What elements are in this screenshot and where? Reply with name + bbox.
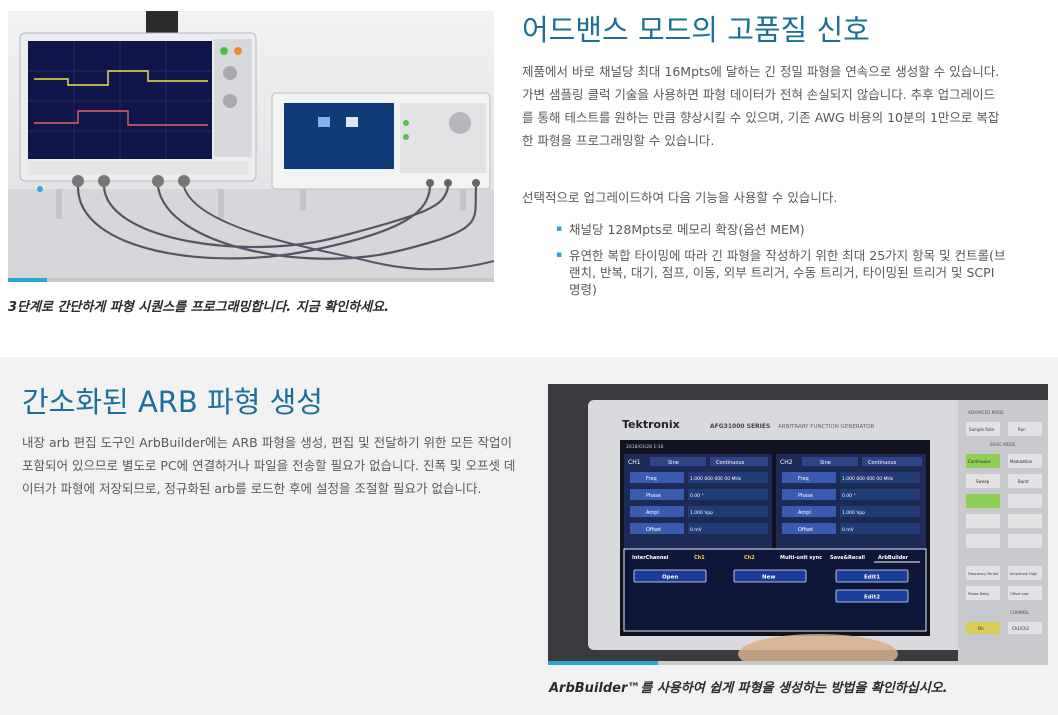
arb-button-label[interactable]: Open bbox=[662, 575, 678, 581]
video-player-sequence[interactable] bbox=[8, 11, 494, 282]
section-title: 어드밴스 모드의 고품질 신호 bbox=[522, 13, 870, 47]
side-button-sample-rate[interactable]: Sample Rate bbox=[969, 427, 995, 432]
side-label-sweep[interactable]: Sweep bbox=[976, 479, 990, 484]
video-thumbnail-afg-screen: Tektronix AFG31000 SERIES ARBITRARY FUNC… bbox=[548, 384, 1048, 665]
ch1-label: CH1 bbox=[628, 459, 641, 466]
ch1-param-label: Freq bbox=[646, 476, 657, 482]
channel-header: CHANNEL bbox=[1010, 610, 1030, 615]
advanced-mode-section: 3단계로 간단하게 파형 시퀀스를 프로그래밍합니다. 지금 확인하세요. 어드… bbox=[0, 0, 1058, 357]
arb-button-bg[interactable] bbox=[835, 589, 909, 603]
ch2-param-value[interactable]: 1.000 000 000 00 MHz bbox=[842, 476, 894, 482]
ch1-wave: Sine bbox=[668, 460, 679, 466]
side-header: ADVANCED MODE bbox=[968, 410, 1004, 415]
ch1-param-value[interactable]: 0.00 ° bbox=[690, 493, 704, 499]
arb-tab[interactable]: Ch1 bbox=[694, 555, 705, 561]
ch2-param-label: Freq bbox=[798, 476, 809, 482]
arb-builder-section: 간소화된 ARB 파형 생성 내장 arb 편집 도구인 ArbBuilder에… bbox=[0, 357, 1058, 715]
side-small-offset[interactable]: Offset Low bbox=[1010, 592, 1029, 596]
video-progress-fill bbox=[548, 661, 658, 665]
side-small-phase[interactable]: Phase Delay bbox=[968, 592, 990, 596]
feature-list-item: 유연한 복합 타이밍에 따라 긴 파형을 작성하기 위한 최대 25가지 항목 … bbox=[556, 247, 1008, 298]
ch2-param-label: Offset bbox=[798, 527, 813, 533]
video-caption: 3단계로 간단하게 파형 시퀀스를 프로그래밍합니다. 지금 확인하세요. bbox=[8, 300, 389, 315]
arb-button-bg[interactable] bbox=[633, 569, 707, 583]
section-title: 간소화된 ARB 파형 생성 bbox=[22, 385, 323, 419]
ch2-param-value[interactable]: 1.000 Vpp bbox=[842, 510, 865, 516]
on-button[interactable]: On bbox=[978, 626, 984, 631]
ch2-param-value[interactable]: 0.00 ° bbox=[842, 493, 856, 499]
basic-mode-header: BASIC MODE bbox=[990, 442, 1016, 447]
side-small-amplitude[interactable]: Amplitude High bbox=[1010, 572, 1037, 576]
arb-tab[interactable]: Ch2 bbox=[744, 555, 755, 561]
side-button-run[interactable]: Run bbox=[1018, 427, 1026, 432]
ch1-param-label: Phase bbox=[646, 493, 661, 499]
feature-list: 채널당 128Mpts로 메모리 확장(옵션 MEM) 유연한 복합 타이밍에 … bbox=[556, 221, 1008, 307]
video-progress-bar[interactable] bbox=[8, 278, 494, 282]
arb-button-bg[interactable] bbox=[835, 569, 909, 583]
ch1-param-value[interactable]: 1.000 Vpp bbox=[690, 510, 713, 516]
ch2-param-label: Phase bbox=[798, 493, 813, 499]
ch2-param-label: Ampl bbox=[798, 510, 811, 516]
side-small-frequency[interactable]: Frequency Period bbox=[968, 572, 998, 576]
ch-key[interactable]: Ch1/Ch2 bbox=[1012, 626, 1030, 631]
feature-list-item: 채널당 128Mpts로 메모리 확장(옵션 MEM) bbox=[556, 221, 1008, 238]
device-model: AFG31000 SERIES bbox=[710, 423, 770, 430]
ch2-mode: Continuous bbox=[868, 460, 897, 466]
arb-tab[interactable]: InterChannel bbox=[632, 555, 669, 561]
video-caption: ArbBuilder™를 사용하여 쉽게 파형을 생성하는 방법을 확인하십시오… bbox=[549, 681, 948, 696]
arb-tab[interactable]: Save&Recall bbox=[830, 555, 865, 561]
ch1-param-label: Offset bbox=[646, 527, 661, 533]
arb-button-label[interactable]: New bbox=[762, 575, 775, 581]
ch1-param-value[interactable]: 1.000 000 000 00 MHz bbox=[690, 476, 742, 482]
ch2-wave: Sine bbox=[820, 460, 831, 466]
video-thumbnail-instruments bbox=[8, 11, 494, 282]
ch1-param-label: Ampl bbox=[646, 510, 659, 516]
ch2-label: CH2 bbox=[780, 459, 793, 466]
arb-tab[interactable]: ArbBuilder bbox=[878, 555, 909, 561]
ch1-param-value[interactable]: 0 mV bbox=[690, 527, 703, 533]
screen-date: 2018/03/28 1:16 bbox=[626, 444, 664, 450]
ch1-mode: Continuous bbox=[716, 460, 745, 466]
arb-button-bg[interactable] bbox=[733, 569, 807, 583]
section-paragraph: 내장 arb 편집 도구인 ArbBuilder에는 ARB 파형을 생성, 편… bbox=[22, 435, 516, 496]
arb-tab[interactable]: Multi-unit sync bbox=[780, 555, 822, 561]
ch2-param-value[interactable]: 0 mV bbox=[842, 527, 855, 533]
device-model-sub: ARBITRARY FUNCTION GENERATOR bbox=[778, 424, 875, 430]
video-player-arbbuilder[interactable]: Tektronix AFG31000 SERIES ARBITRARY FUNC… bbox=[548, 384, 1048, 665]
arb-button-label[interactable]: Edit1 bbox=[864, 575, 880, 581]
video-progress-bar[interactable] bbox=[548, 661, 1048, 665]
device-brand: Tektronix bbox=[622, 418, 680, 431]
arb-button-label[interactable]: Edit2 bbox=[864, 595, 880, 601]
section-paragraph-intro: 선택적으로 업그레이드하여 다음 기능을 사용할 수 있습니다. bbox=[522, 190, 838, 205]
side-label-continuous[interactable]: Continuous bbox=[968, 459, 991, 464]
video-progress-fill bbox=[8, 278, 47, 282]
side-label-modulation[interactable]: Modulation bbox=[1010, 459, 1033, 464]
section-paragraph: 제품에서 바로 채널당 최대 16Mpts에 달하는 긴 정밀 파형을 연속으로… bbox=[522, 64, 1000, 148]
side-label-burst[interactable]: Burst bbox=[1018, 479, 1029, 484]
